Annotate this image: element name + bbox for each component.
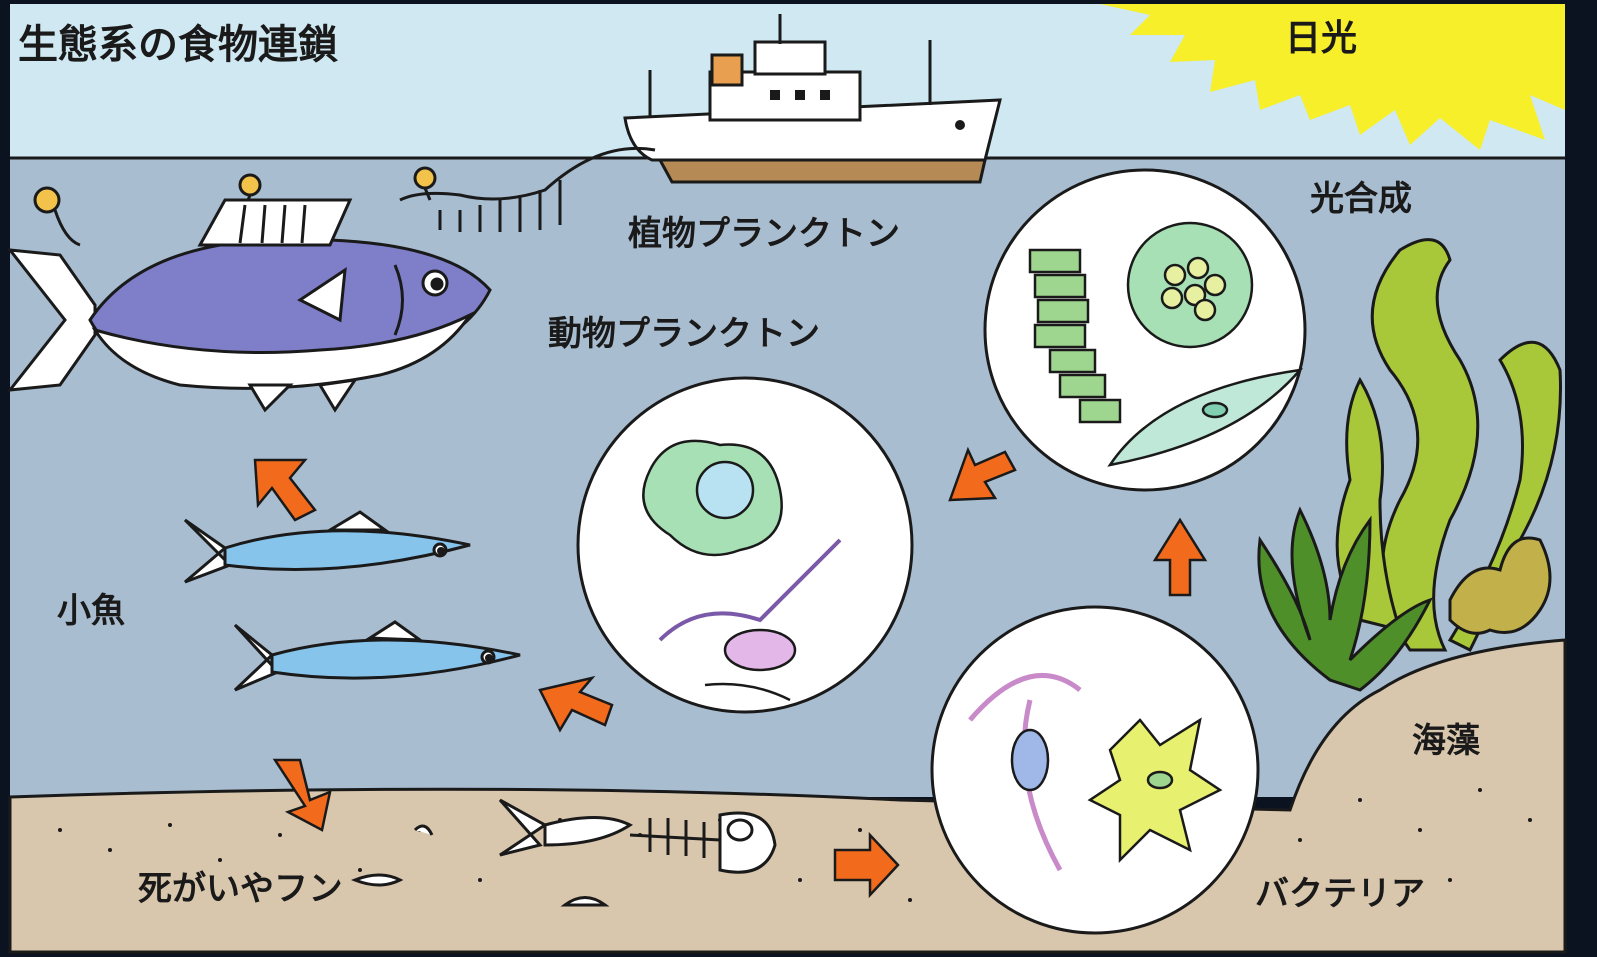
- bacteria-circle: [932, 607, 1258, 933]
- remains-label: 死がいやフン: [138, 869, 343, 909]
- phytoplankton-circle: [985, 170, 1305, 490]
- photosynthesis-label: 光合成: [1310, 179, 1412, 219]
- diagram-title: 生態系の食物連鎖: [18, 22, 338, 68]
- small-fish-label: 小魚: [57, 591, 125, 631]
- zooplankton-label: 動物プランクトン: [548, 314, 820, 354]
- sunlight-label: 日光: [1285, 18, 1357, 59]
- bacteria-label: バクテリア: [1255, 874, 1425, 914]
- zooplankton-circle: [578, 378, 912, 712]
- phytoplankton-label: 植物プランクトン: [628, 214, 900, 254]
- seaweed-label: 海藻: [1412, 721, 1481, 761]
